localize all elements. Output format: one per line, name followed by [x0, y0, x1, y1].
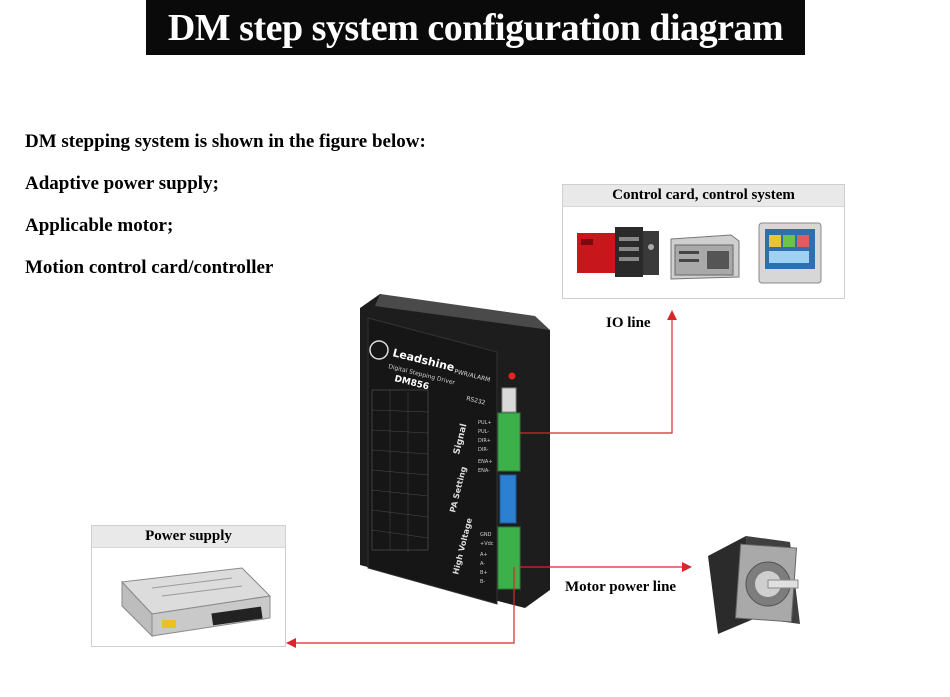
pin-pul-plus: PUL+	[478, 420, 492, 426]
page-title: DM step system configuration diagram	[146, 0, 805, 55]
rs232-label: RS232	[466, 395, 487, 407]
signal-terminal-block	[497, 412, 521, 472]
pwr-alarm-led	[508, 372, 516, 380]
control-system-title: Control card, control system	[563, 185, 844, 207]
power-supply-title: Power supply	[92, 526, 285, 548]
io-line-label: IO line	[606, 315, 651, 331]
driver-heatsink-top	[375, 294, 550, 330]
stepper-motor-icon	[708, 536, 800, 634]
control-system-box: Control card, control system	[562, 184, 845, 299]
pin-a-minus: A-	[480, 561, 485, 567]
leadshine-logo-icon	[369, 340, 389, 360]
pin-pul-minus: PUL-	[478, 429, 489, 435]
pin-gnd: GND	[480, 532, 492, 538]
pin-a-plus: A+	[480, 552, 488, 558]
dip-switch-block[interactable]	[499, 474, 517, 524]
control-devices-image	[577, 222, 822, 284]
power-supply-image	[120, 567, 272, 638]
pin-dir-minus: DIR-	[478, 447, 489, 453]
intro-line-3: Applicable motor;	[25, 215, 174, 236]
plc-device-icon	[577, 227, 659, 277]
intro-line-2: Adaptive power supply;	[25, 173, 219, 194]
driver-front-panel	[367, 317, 498, 605]
power-line-arrow	[286, 567, 515, 648]
pin-ena-plus: ENA+	[478, 459, 493, 465]
pin-dir-plus: DIR+	[478, 438, 491, 444]
industrial-pc-icon	[670, 234, 740, 280]
io-line-arrow	[520, 310, 677, 434]
hv-terminal-block	[497, 526, 521, 590]
intro-line-1: DM stepping system is shown in the figur…	[25, 131, 426, 152]
stepper-motor-image	[708, 536, 800, 634]
power-supply-box: Power supply	[91, 525, 286, 647]
motor-power-line-label: Motor power line	[565, 579, 677, 595]
power-supply-unit-icon	[120, 567, 272, 638]
hmi-panel-icon	[758, 222, 822, 284]
pin-b-plus: B+	[480, 570, 488, 576]
pin-vdc: +Vdc	[480, 541, 494, 547]
stepper-driver: Leadshine Digital Stepping Driver DM856 …	[360, 294, 550, 608]
pin-b-minus: B-	[480, 579, 485, 585]
intro-line-4: Motion control card/controller	[25, 257, 274, 278]
driver-settings-table	[371, 389, 429, 552]
pin-ena-minus: ENA-	[478, 468, 490, 474]
rs232-port	[501, 387, 517, 413]
